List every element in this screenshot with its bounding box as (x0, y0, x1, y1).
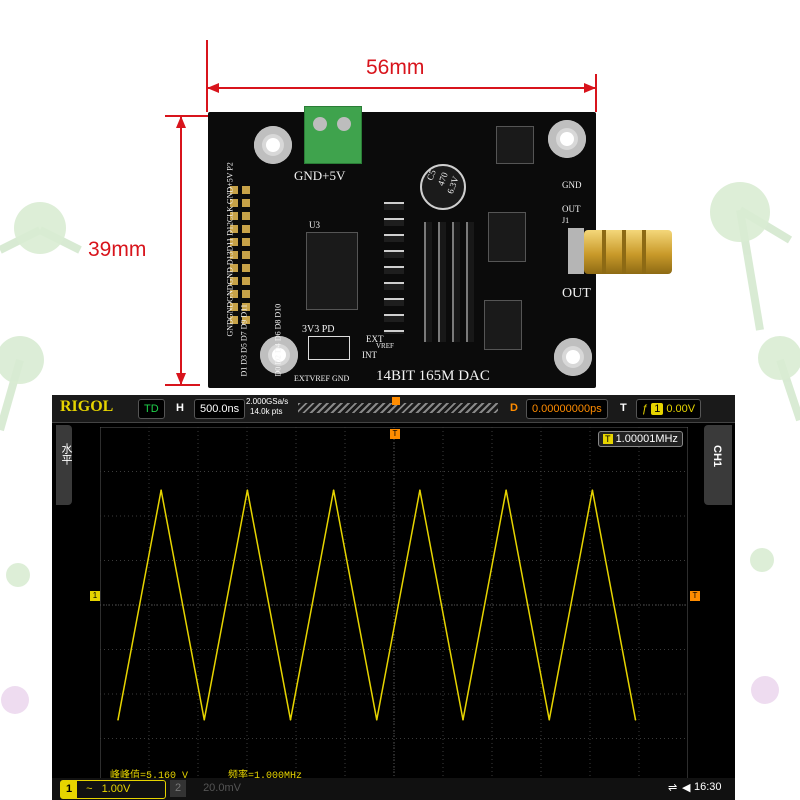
vref-label: VREF (376, 342, 394, 350)
oscilloscope-screen: RIGOL TD H 500.0ns 2.000GSa/s 14.0k pts … (52, 395, 735, 800)
dac-board: GND+5V C5 470 6.3V U3 GNDGNDGNDGND D13D1… (208, 106, 672, 388)
gnd-label: GND (332, 374, 350, 383)
trigger-position-marker (392, 397, 400, 405)
trigger-status[interactable]: TD (138, 399, 165, 419)
pin-header (230, 186, 252, 342)
passive-components-column (384, 194, 404, 334)
ch1-label: 1 (61, 781, 77, 798)
dimension-lines (165, 40, 597, 386)
mounting-hole (260, 336, 298, 374)
timebase-label: H (176, 402, 184, 414)
channel-tab-label: CH1 (711, 445, 723, 468)
frequency-counter-value: 1.00001MHz (615, 433, 678, 445)
delay-label: D (510, 402, 518, 414)
waveform-vertex (289, 719, 292, 721)
ch1-offset-marker[interactable]: 1 (90, 591, 100, 601)
scope-bottom-bar: 1 ~ 1.00V 2 20.0mV ⇌ ◀ 16:30 (52, 778, 735, 800)
waveform-vertex (548, 719, 551, 721)
header-labels-even: D0 D2 D4 D6 D8 D10 (273, 303, 283, 377)
mounting-hole (554, 338, 592, 376)
j1-label: J1 (562, 216, 570, 225)
waveform-vertex (375, 719, 378, 721)
mounting-hole (548, 120, 586, 158)
width-dimension-label: 56mm (366, 56, 425, 79)
trigger-settings[interactable]: ƒ 1 0.00V (636, 399, 702, 419)
sma-connector (584, 230, 672, 274)
height-dimension-label: 39mm (88, 238, 147, 261)
waveform-vertex (462, 719, 464, 721)
frequency-counter: T 1.00001MHz (598, 431, 683, 447)
electrolytic-capacitor: C5 470 6.3V (420, 164, 466, 210)
trigger-time-marker[interactable]: T (390, 429, 400, 439)
measurement-vpp: 峰峰值=5.160 V (110, 771, 189, 782)
passive-components-array (418, 222, 478, 342)
memory-depth: 14.0k pts (250, 407, 283, 416)
chip-label: U3 (309, 220, 320, 230)
delay-value[interactable]: 0.00000000ps (526, 399, 608, 419)
gnd-pin-label: GND (562, 180, 582, 190)
int-label: INT (362, 350, 377, 360)
waveform-vertex (634, 719, 637, 721)
chip-u5 (484, 300, 522, 350)
waveform-vertex (332, 489, 335, 491)
horizontal-menu-tab[interactable]: 水平 (56, 425, 72, 505)
trigger-channel: 1 (651, 403, 664, 415)
header-labels-odd: D1 D3 D5 D7 D9 D11 (239, 304, 249, 377)
jumper-label: 3V3 PD (302, 324, 335, 335)
channel-menu-tab[interactable]: CH1 (704, 425, 732, 505)
trigger-level-marker[interactable]: T (690, 591, 700, 601)
sample-rate: 2.000GSa/s (246, 397, 289, 406)
ch2-label: 2 (170, 780, 186, 797)
power-terminal-block (304, 106, 362, 164)
waveform-vertex (117, 719, 119, 721)
waveform-vertex (591, 489, 594, 491)
header-labels-top: GNDGNDGNDGND D13D11 D12CLK GND+5V P2 (225, 162, 235, 337)
waveform-grid (100, 427, 688, 783)
board-title: 14BIT 165M DAC (376, 368, 490, 384)
trigger-label: T (620, 402, 627, 414)
out-label: OUT (562, 286, 591, 301)
ch1-coupling: ~ (86, 783, 93, 795)
ch2-status[interactable]: 2 20.0mV (170, 780, 274, 797)
clock-time: 16:30 (694, 781, 722, 793)
horizontal-tab-label: 水平 (60, 443, 72, 465)
trigger-level: 0.00V (666, 403, 696, 415)
timebase-value[interactable]: 500.0ns (194, 399, 246, 419)
ch2-scale: 20.0mV (203, 782, 241, 794)
chip-u3: U3 (306, 220, 358, 310)
usb-icon: ⇌ (668, 782, 678, 794)
waveform-vertex (160, 489, 162, 491)
brand-logo: RIGOL (60, 398, 114, 415)
power-label: GND+5V (294, 168, 346, 183)
out-pin-label: OUT (562, 204, 581, 214)
memory-bar (298, 403, 498, 413)
measurement-frequency: 频率=1.000MHz (228, 771, 303, 782)
sma-base (568, 228, 584, 274)
capacitor-label: C5 (424, 168, 438, 182)
jumper-block (308, 336, 350, 360)
chip-u4 (488, 212, 526, 262)
waveform-vertex (246, 489, 249, 491)
extvref-label: EXTVREF (294, 374, 330, 383)
waveform-vertex (505, 489, 507, 491)
speaker-icon: ◀ (682, 782, 691, 794)
ch1-status[interactable]: 1 ~ 1.00V (60, 780, 166, 799)
scope-top-bar: RIGOL TD H 500.0ns 2.000GSa/s 14.0k pts … (52, 395, 735, 423)
ch1-scale: 1.00V (101, 783, 131, 795)
counter-icon: T (603, 434, 613, 444)
mounting-hole (254, 126, 292, 164)
ext-label: EXT (366, 334, 384, 344)
waveform-vertex (203, 719, 206, 721)
waveform-vertex (419, 489, 421, 491)
regulator-chip (496, 126, 534, 164)
trigger-edge-icon: ƒ (642, 403, 649, 415)
